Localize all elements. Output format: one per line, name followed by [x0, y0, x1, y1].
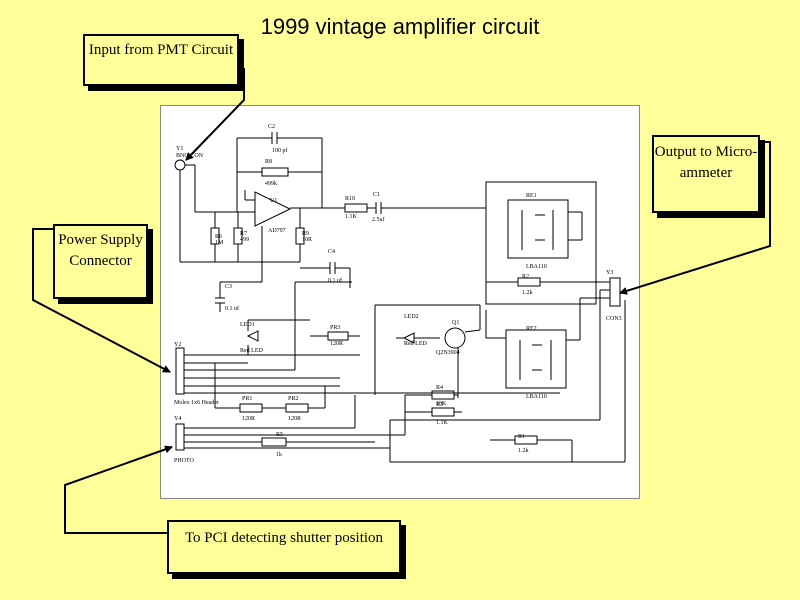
r8-value: 499k [265, 181, 277, 187]
r6-value: 1M [215, 240, 224, 246]
y3-connector [609, 277, 621, 307]
r1-value: 1.2k [518, 448, 529, 454]
pr3-resistor [327, 331, 349, 341]
y3-part: CON3 [606, 316, 622, 322]
output-arrow [619, 141, 771, 295]
y4-connector [175, 423, 185, 451]
re1-part: LBA110 [526, 264, 547, 270]
pr3-value: 120R [330, 341, 343, 347]
r6-label: R6 [215, 234, 222, 240]
r3-label: R3 [436, 402, 443, 408]
y2-label: Y2 [174, 342, 181, 348]
callout-arrows [32, 68, 771, 534]
r5-value: 1k [276, 452, 282, 458]
pr1-resistor [239, 403, 263, 413]
power-arrow [32, 228, 171, 373]
r4-resistor [431, 390, 455, 400]
r5-label: R5 [276, 432, 283, 438]
r10-value: 1.1K [345, 214, 358, 220]
r2-value: 1.2k [522, 290, 533, 296]
u1-part: AD797 [268, 228, 286, 234]
led1-part: Red LED [240, 348, 263, 354]
r10-resistor [344, 203, 368, 213]
re2-part: LBA110 [526, 394, 547, 400]
r2-label: R2 [522, 274, 529, 280]
c1-value: 2.5uf [372, 216, 385, 223]
pr2-value: 120R [288, 416, 301, 422]
led2-part: Red LED [404, 341, 427, 347]
pmt-input-callout: Input from PMT Circuit [83, 34, 239, 86]
pr1-value: 120R [242, 416, 255, 422]
r4-value: 10K [436, 401, 447, 407]
re2-relay [505, 329, 567, 389]
r4-label: R4 [436, 385, 443, 391]
r7-label: R7 [240, 231, 247, 237]
pci-arrow [64, 445, 173, 534]
y3-label: Y3 [606, 270, 613, 276]
re2-label: RE2 [526, 326, 537, 332]
pmt-arrow [185, 68, 245, 161]
r10-label: R10 [345, 196, 355, 202]
r8-resistor [261, 167, 289, 177]
led2-label: LED2 [404, 314, 419, 320]
bnc-connector-symbol [174, 159, 186, 171]
c2-value: 100 pf [272, 147, 288, 154]
q1-label: Q1 [452, 320, 459, 326]
q1-transistor [444, 327, 466, 349]
c4-label: C4 [328, 249, 335, 255]
led1-label: LED1 [240, 322, 255, 328]
r3-value: 1.1K [436, 420, 449, 426]
c3-label: C3 [225, 284, 232, 290]
pr1-label: PR1 [242, 396, 252, 402]
r1-label: R1 [518, 434, 525, 440]
pci-shutter-callout: To PCI detecting shutter position [167, 520, 401, 574]
y2-part: Molex 1x6 Header [174, 400, 219, 406]
r5-resistor [261, 437, 287, 447]
c4-value: 0.1 uf [328, 277, 342, 284]
c1-label: C1 [373, 192, 380, 198]
r3-resistor [431, 407, 455, 417]
led1-symbol [246, 330, 259, 342]
y4-part: PHOTO [174, 458, 195, 464]
page-title: 1999 vintage amplifier circuit [260, 14, 540, 39]
r9-value: 10R [302, 237, 312, 243]
schematic-wires [174, 132, 626, 463]
y1-label: Y1 [176, 146, 183, 152]
r8-label: R8 [265, 159, 272, 165]
pr2-resistor [285, 403, 309, 413]
r9-label: R9 [302, 231, 309, 237]
pr2-label: PR2 [288, 396, 298, 402]
re1-relay [507, 199, 569, 259]
re1-region [485, 181, 597, 305]
y4-label: Y4 [174, 416, 181, 422]
y2-connector [175, 347, 185, 395]
schematic-board [160, 105, 640, 499]
u1-opamp [254, 191, 292, 227]
power-supply-callout: Power Supply Connector [53, 224, 148, 299]
q1-part: Q2N3904 [436, 350, 460, 356]
c3-value: 0.1 uf [225, 305, 239, 312]
re1-label: RE1 [526, 193, 537, 199]
microammeter-output-callout: Output to Micro-ammeter [652, 135, 760, 213]
u1-label: U1 [270, 198, 277, 204]
c2-label: C2 [268, 124, 275, 130]
schematic-labels: Y1 BNC-CON C2 100 pf R8 499k U1 AD797 R6… [174, 124, 622, 464]
r7-value: 499 [240, 237, 249, 243]
pr3-label: PR3 [330, 325, 340, 331]
